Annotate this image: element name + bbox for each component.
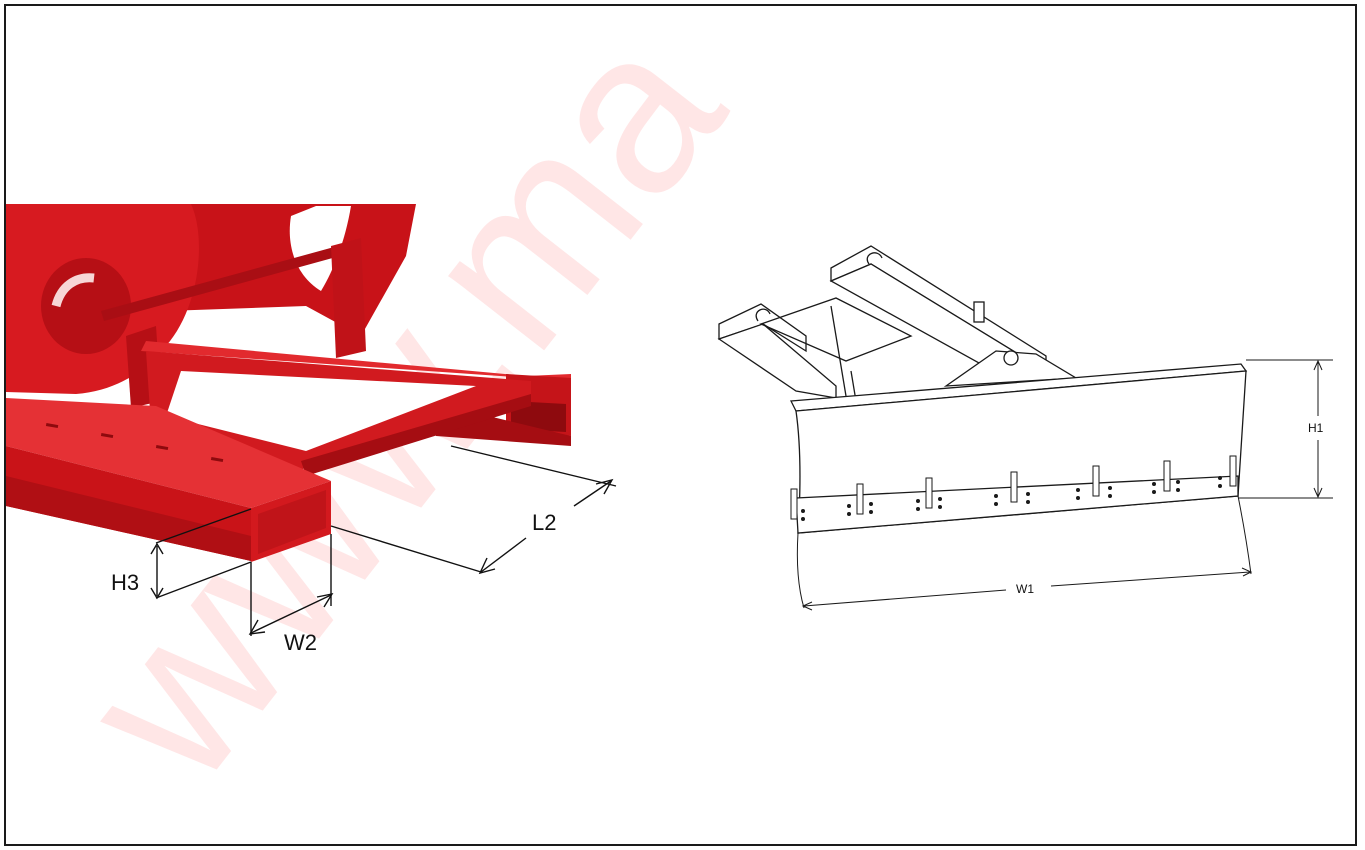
blade-clip <box>1152 460 1180 494</box>
blade-clip <box>1218 455 1237 488</box>
h3-extension-bottom <box>155 561 252 599</box>
rear-channel-inner <box>511 401 566 432</box>
l2-dimension-line-b <box>573 480 612 507</box>
pivot-post <box>973 301 985 323</box>
w2-arrow-right <box>316 592 334 608</box>
mount-hook-left <box>755 308 771 322</box>
w1-arrow-right <box>1241 567 1253 577</box>
reel-hole-right <box>289 206 351 291</box>
w1-extension-right <box>1237 495 1252 575</box>
diagram-canvas: www.ma <box>6 6 1333 827</box>
l2-dimension-line-a <box>480 537 527 573</box>
w2-dimension-line <box>250 594 332 634</box>
w1-dimension-line-b <box>1050 571 1251 587</box>
w1-dimension-line-a <box>803 589 1007 607</box>
front-channel-inner <box>258 490 326 554</box>
w2-label: W2 <box>284 630 317 655</box>
l2-arrow-rear <box>595 478 614 495</box>
w1-extension-left <box>796 532 805 609</box>
reel-slot <box>51 273 95 308</box>
cross-frame-edge <box>301 394 531 476</box>
h3-arrow-top <box>150 542 164 555</box>
rail-slot-holes <box>45 422 224 463</box>
h1-arrow-bottom <box>1313 487 1323 499</box>
h1-arrow-top <box>1313 359 1323 371</box>
blade-clip <box>790 488 805 521</box>
diagram-frame: www.ma <box>4 4 1357 846</box>
blade-clip <box>916 477 942 511</box>
mount-hook-right <box>866 252 883 265</box>
reel-hole-left <box>41 258 131 354</box>
l2-extension-front <box>330 525 482 573</box>
w1-arrow-left <box>801 601 813 611</box>
frame-cross <box>759 297 913 362</box>
blade-clip <box>847 483 873 516</box>
pivot-bolt <box>1003 350 1019 366</box>
l2-arrow-front <box>478 557 496 575</box>
h3-extension-top <box>155 508 252 544</box>
w2-arrow-left <box>248 619 266 635</box>
w1-label: W1 <box>1016 582 1034 596</box>
mount-arm-left-body <box>717 323 837 399</box>
rear-rail-top <box>141 341 571 381</box>
l2-label: L2 <box>532 510 556 535</box>
hydraulic-cylinder <box>830 305 847 397</box>
h3-label: H3 <box>111 570 139 595</box>
skid-dimensions <box>150 445 617 636</box>
blade-clip <box>1076 465 1112 500</box>
front-rail-side-dark <box>6 476 251 561</box>
l2-extension-rear <box>450 445 617 487</box>
cross-frame-opening <box>166 371 476 451</box>
frame-upright <box>331 238 366 358</box>
reel-skid-figure <box>6 204 571 562</box>
front-rail-top <box>6 398 331 508</box>
axle-bar <box>101 241 358 321</box>
blade-bolts <box>790 455 1237 521</box>
blade-clip <box>994 471 1030 506</box>
h3-arrow-bottom <box>150 587 164 600</box>
h1-label: H1 <box>1308 421 1324 435</box>
blade-figure <box>717 245 1248 534</box>
blade-dimensions <box>796 359 1333 611</box>
